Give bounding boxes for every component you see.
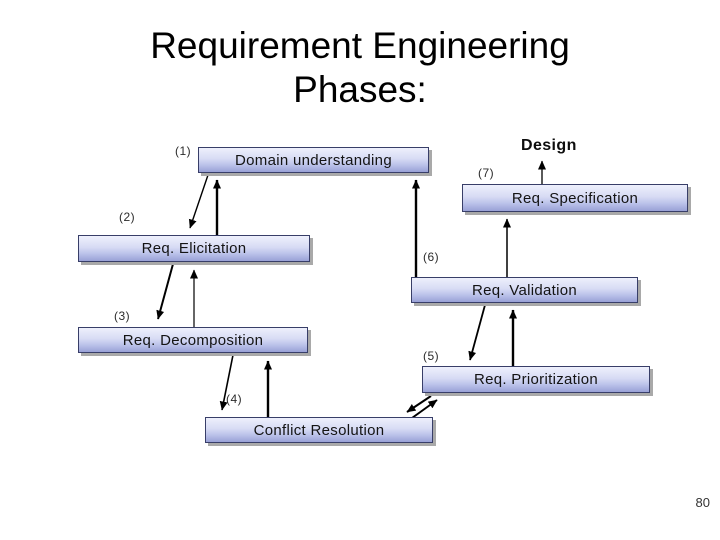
box-req-specification: Req. Specification [462,184,688,212]
step-number-1: (1) [175,144,192,158]
design-label: Design [521,137,577,154]
box-domain-understanding: Domain understanding [198,147,429,173]
box-domain-understanding-label: Domain understanding [235,151,392,169]
arrow-validation-to-prioritization [468,304,486,361]
box-req-decomposition: Req. Decomposition [78,327,308,353]
box-conflict-resolution-label: Conflict Resolution [253,421,385,439]
step-number-5: (5) [423,349,440,363]
arrow-elicitation-to-decomposition [156,263,174,320]
slide-title: Requirement Engineering Phases: [0,24,720,112]
page-number: 80 [695,495,710,510]
box-req-prioritization-label: Req. Prioritization [473,371,599,388]
box-req-decomposition-label: Req. Decomposition [122,331,264,349]
arrow-domain-to-elicitation [188,174,209,229]
box-req-specification-label: Req. Specification [511,189,639,207]
box-req-validation-label: Req. Validation [471,281,578,299]
box-req-elicitation: Req. Elicitation [78,235,310,262]
step-number-2: (2) [119,210,136,224]
step-number-4: (4) [226,392,243,406]
box-req-prioritization: Req. Prioritization [422,366,650,393]
step-number-3: (3) [114,309,131,323]
title-line-1: Requirement Engineering [150,25,570,66]
arrow-prioritization-to-conflict [406,395,432,413]
box-req-validation: Req. Validation [411,277,638,303]
arrow-conflict-to-prioritization [411,399,438,419]
box-conflict-resolution: Conflict Resolution [205,417,433,443]
step-number-7: (7) [478,166,495,180]
box-req-elicitation-label: Req. Elicitation [141,240,247,257]
arrow-decomposition-to-conflict [219,354,234,411]
step-number-6: (6) [423,250,440,264]
title-line-2: Phases: [293,69,427,110]
